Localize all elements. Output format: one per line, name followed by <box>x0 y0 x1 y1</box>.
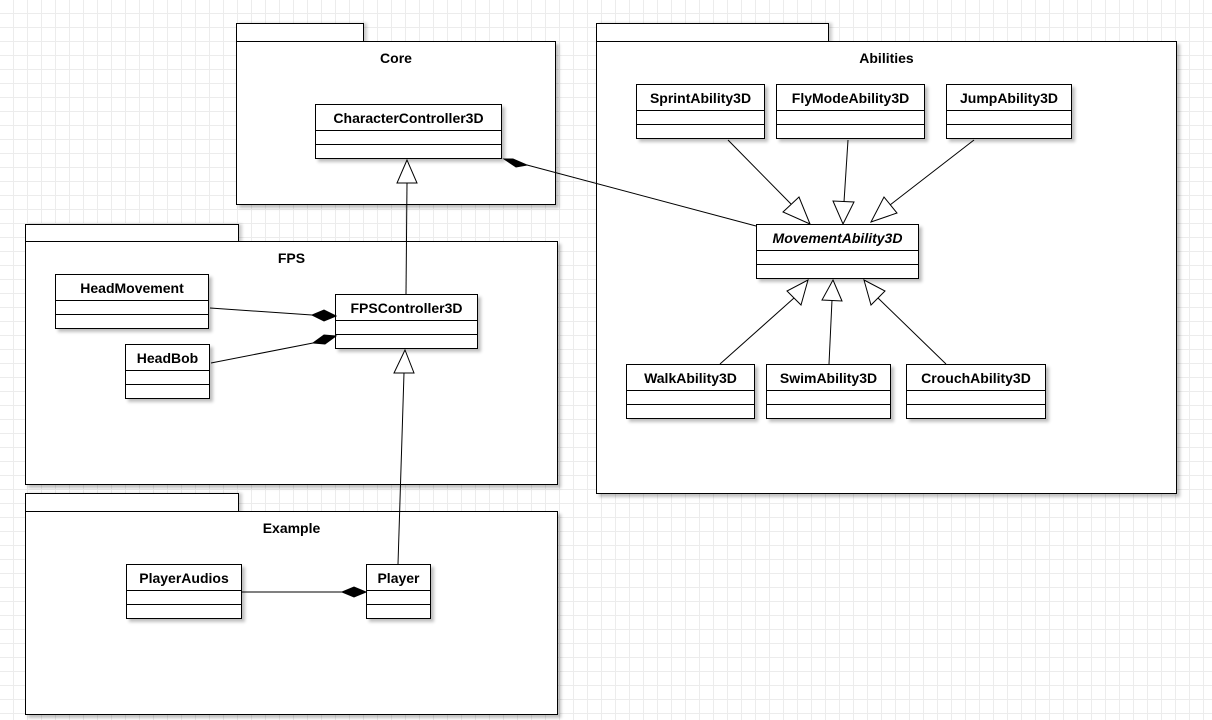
class-name: SwimAbility3D <box>767 365 890 391</box>
class-head-movement[interactable]: HeadMovement <box>55 274 209 329</box>
class-jump-ability-3d[interactable]: JumpAbility3D <box>946 84 1072 139</box>
attributes-compartment <box>367 591 430 605</box>
package-core-title: Core <box>380 50 412 66</box>
class-walk-ability-3d[interactable]: WalkAbility3D <box>626 364 755 419</box>
attributes-compartment <box>126 371 209 385</box>
class-sprint-ability-3d[interactable]: SprintAbility3D <box>636 84 765 139</box>
attributes-compartment <box>777 111 924 125</box>
class-name: SprintAbility3D <box>637 85 764 111</box>
operations-compartment <box>316 145 501 158</box>
operations-compartment <box>126 385 209 398</box>
attributes-compartment <box>947 111 1071 125</box>
operations-compartment <box>627 405 754 418</box>
class-name: MovementAbility3D <box>757 225 918 251</box>
class-fly-mode-ability-3d[interactable]: FlyModeAbility3D <box>776 84 925 139</box>
operations-compartment <box>757 265 918 278</box>
class-name: Player <box>367 565 430 591</box>
class-name: HeadBob <box>126 345 209 371</box>
class-head-bob[interactable]: HeadBob <box>125 344 210 399</box>
package-example-tab <box>25 493 239 513</box>
attributes-compartment <box>767 391 890 405</box>
operations-compartment <box>336 335 477 348</box>
class-name: JumpAbility3D <box>947 85 1071 111</box>
class-name: FPSController3D <box>336 295 477 321</box>
class-crouch-ability-3d[interactable]: CrouchAbility3D <box>906 364 1046 419</box>
class-name: PlayerAudios <box>127 565 241 591</box>
attributes-compartment <box>336 321 477 335</box>
class-player-audios[interactable]: PlayerAudios <box>126 564 242 619</box>
attributes-compartment <box>316 131 501 145</box>
class-name: WalkAbility3D <box>627 365 754 391</box>
operations-compartment <box>367 605 430 618</box>
package-example[interactable]: Example <box>25 511 558 715</box>
package-example-title: Example <box>262 520 321 536</box>
operations-compartment <box>127 605 241 618</box>
class-player[interactable]: Player <box>366 564 431 619</box>
package-abilities-title: Abilities <box>859 50 914 66</box>
class-name: HeadMovement <box>56 275 208 301</box>
operations-compartment <box>947 125 1071 138</box>
operations-compartment <box>767 405 890 418</box>
class-name: FlyModeAbility3D <box>777 85 924 111</box>
class-name: CharacterController3D <box>316 105 501 131</box>
attributes-compartment <box>627 391 754 405</box>
attributes-compartment <box>757 251 918 265</box>
package-core-tab <box>236 23 364 43</box>
class-fps-controller-3d[interactable]: FPSController3D <box>335 294 478 349</box>
operations-compartment <box>777 125 924 138</box>
operations-compartment <box>907 405 1045 418</box>
operations-compartment <box>56 315 208 328</box>
class-character-controller-3d[interactable]: CharacterController3D <box>315 104 502 159</box>
package-fps-title: FPS <box>277 250 306 266</box>
class-movement-ability-3d[interactable]: MovementAbility3D <box>756 224 919 279</box>
class-name: CrouchAbility3D <box>907 365 1045 391</box>
class-swim-ability-3d[interactable]: SwimAbility3D <box>766 364 891 419</box>
package-abilities-tab <box>596 23 829 43</box>
operations-compartment <box>637 125 764 138</box>
attributes-compartment <box>127 591 241 605</box>
attributes-compartment <box>56 301 208 315</box>
attributes-compartment <box>637 111 764 125</box>
attributes-compartment <box>907 391 1045 405</box>
